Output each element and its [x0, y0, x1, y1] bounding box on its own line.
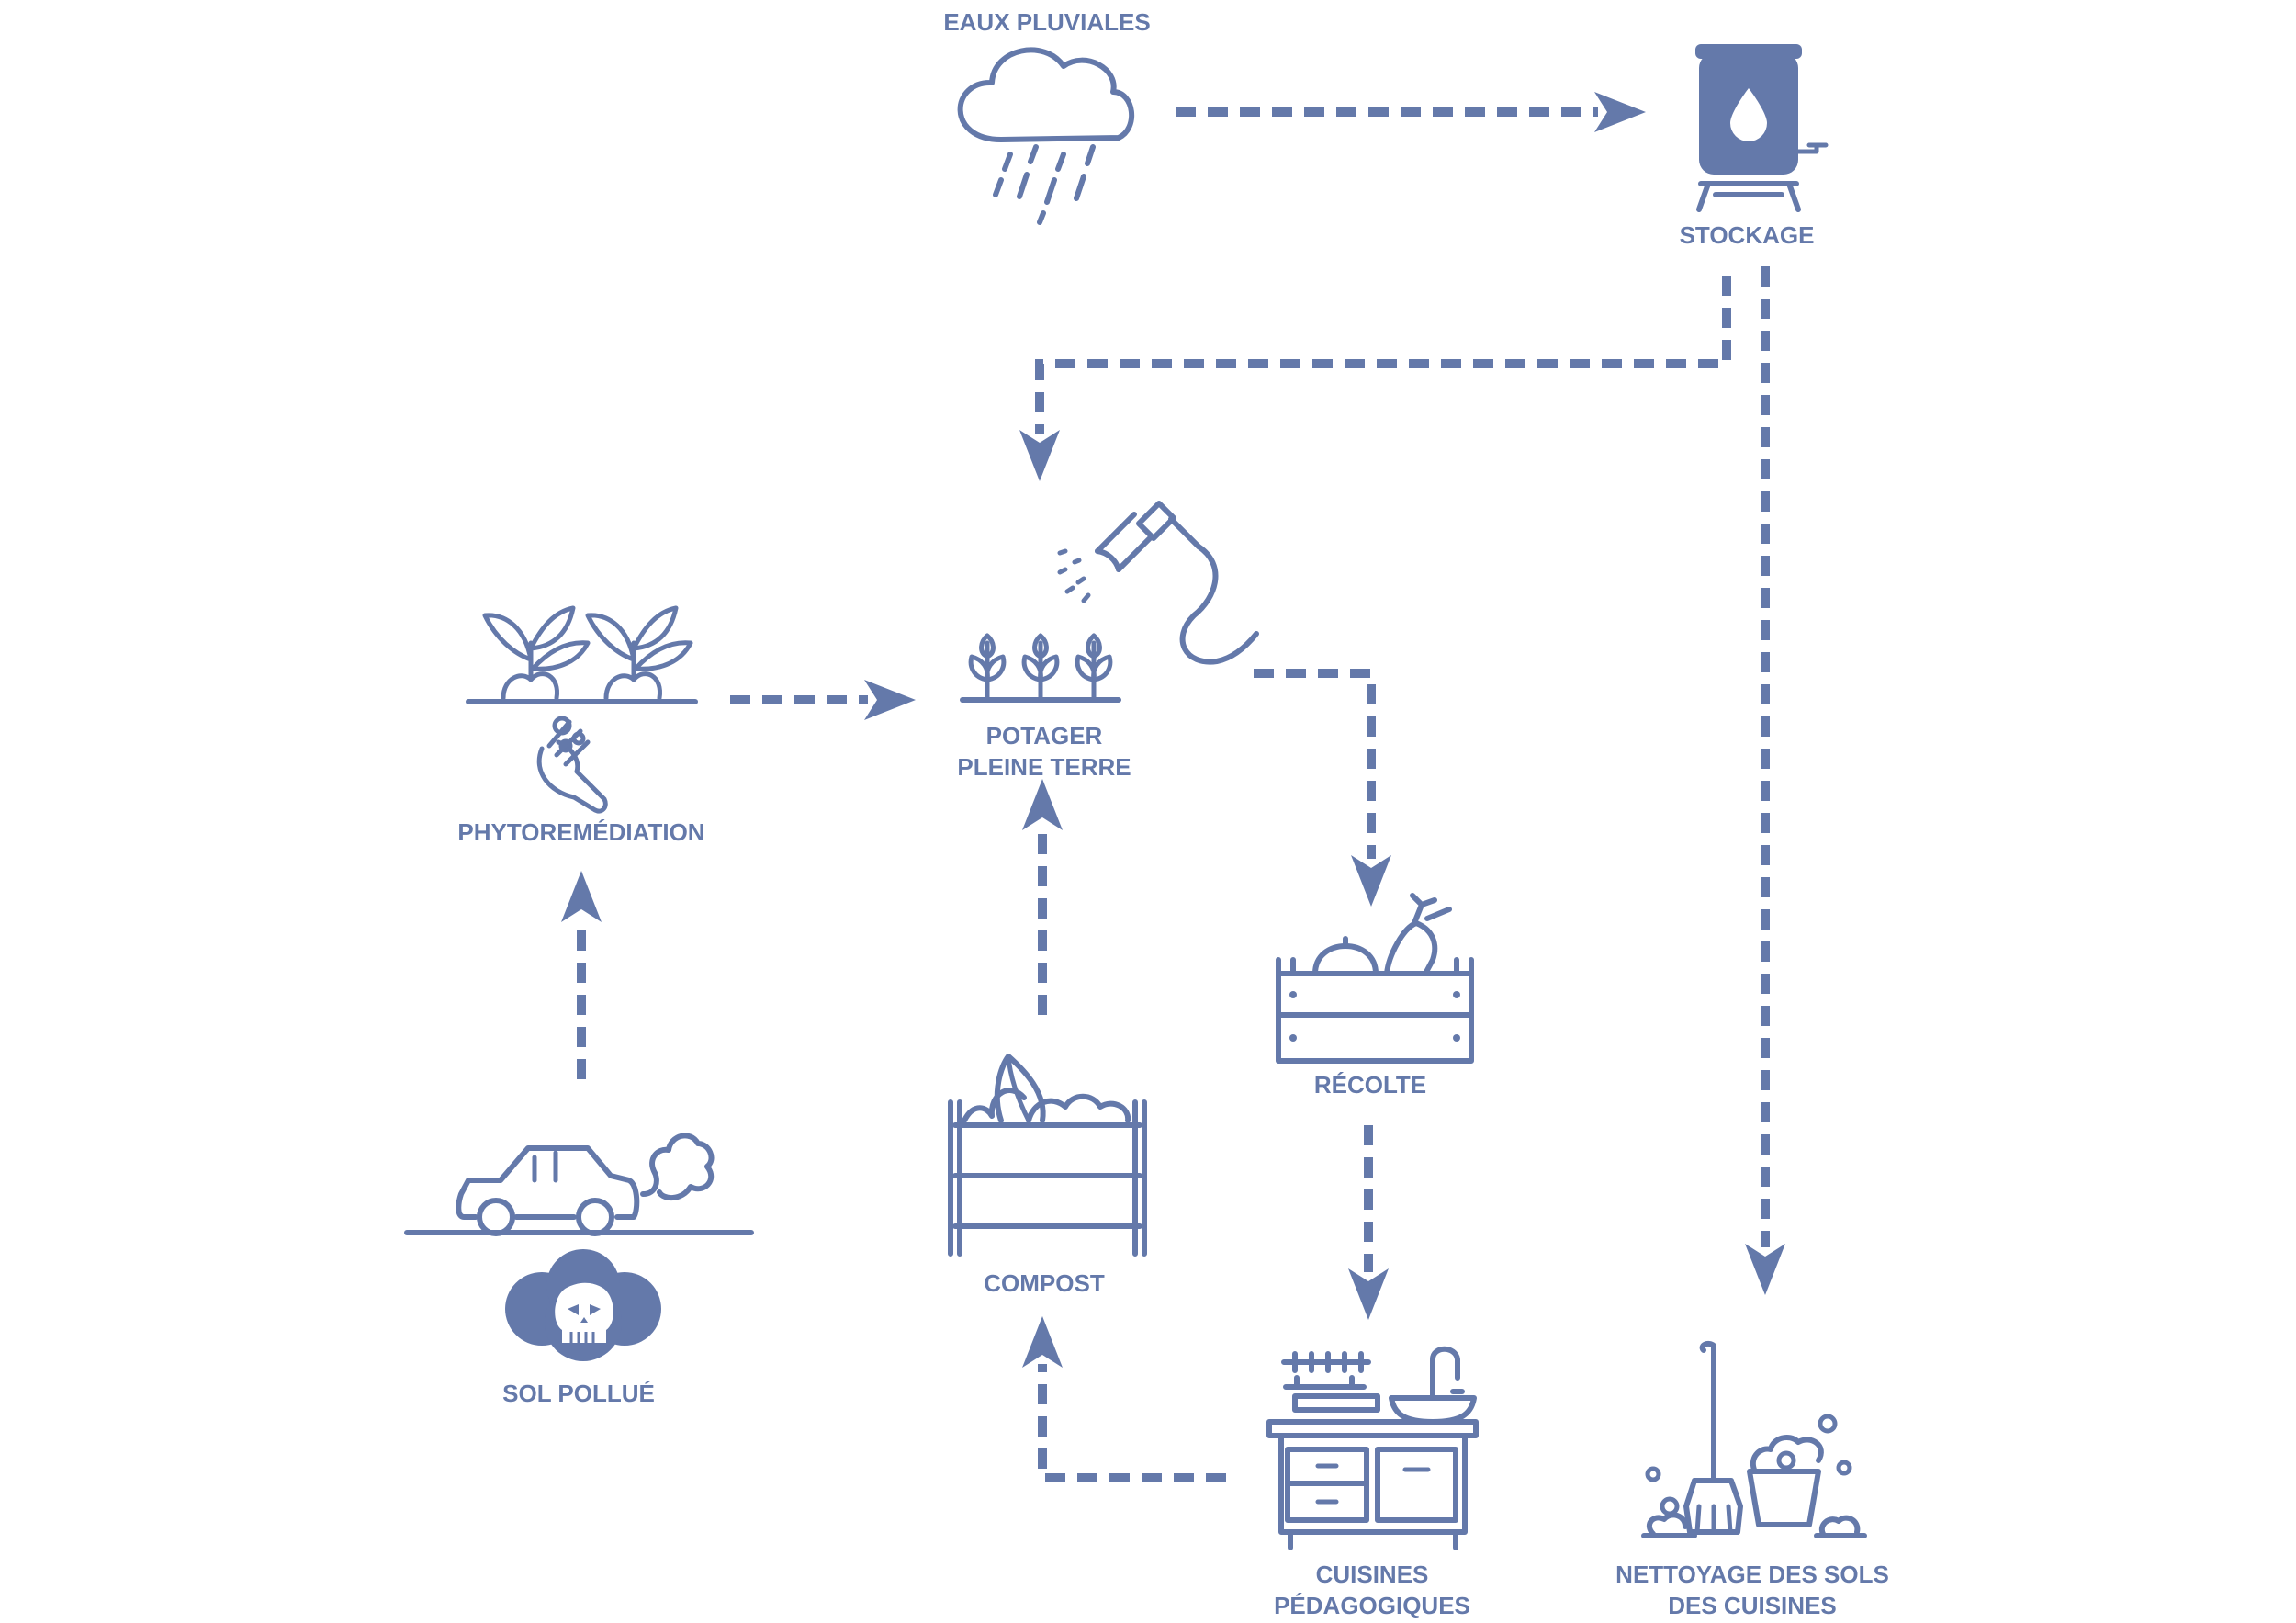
label-phyto: PHYTOREMÉDIATION: [457, 818, 704, 846]
node-phyto: PHYTOREMÉDIATION: [457, 605, 705, 846]
label-rain: EAUX PLUVIALES: [943, 8, 1150, 36]
rain-cloud-icon: [957, 47, 1135, 225]
node-compost: COMPOST: [948, 1054, 1147, 1297]
label-kitchens-line1: CUISINES: [1316, 1561, 1429, 1588]
polluted-soil-icon: [505, 1249, 661, 1361]
node-polluted: SOL POLLUÉ: [404, 1133, 754, 1407]
watering-hose-icon: [1057, 501, 1259, 665]
plants-hand-icon: [466, 605, 698, 814]
arrow-storage-to-garden: [1019, 276, 1731, 481]
arrow-garden-to-harvest: [1254, 669, 1391, 907]
flow-arrows: [561, 92, 1785, 1482]
node-harvest: RÉCOLTE: [1276, 893, 1474, 1099]
label-garden-line1: POTAGER: [986, 722, 1103, 750]
label-kitchens-line2: PÉDAGOGIQUES: [1274, 1592, 1470, 1619]
label-polluted: SOL POLLUÉ: [502, 1380, 655, 1407]
broom-bucket-icon: [1641, 1340, 1867, 1538]
node-kitchens: CUISINES PÉDAGOGIQUES: [1266, 1346, 1479, 1619]
car-exhaust-icon: [404, 1133, 754, 1236]
harvest-crate-icon: [1276, 893, 1474, 1064]
label-harvest: RÉCOLTE: [1314, 1071, 1426, 1099]
label-compost: COMPOST: [984, 1269, 1105, 1297]
node-storage: STOCKAGE: [1680, 44, 1829, 249]
water-tank-icon: [1695, 44, 1829, 212]
node-cleaning: NETTOYAGE DES SOLS DES CUISINES: [1615, 1340, 1889, 1619]
label-garden-line2: PLEINE TERRE: [957, 753, 1131, 781]
node-rain: EAUX PLUVIALES: [943, 8, 1151, 225]
label-cleaning-line1: NETTOYAGE DES SOLS: [1615, 1561, 1889, 1588]
compost-bin-icon: [948, 1054, 1147, 1257]
kitchen-icon: [1266, 1346, 1479, 1550]
arrow-kitchens-to-compost: [1022, 1316, 1226, 1482]
node-garden: POTAGER PLEINE TERRE: [957, 501, 1259, 781]
label-cleaning-line2: DES CUISINES: [1668, 1592, 1837, 1619]
vegetable-garden-icon: [960, 633, 1121, 703]
label-storage: STOCKAGE: [1680, 221, 1815, 249]
